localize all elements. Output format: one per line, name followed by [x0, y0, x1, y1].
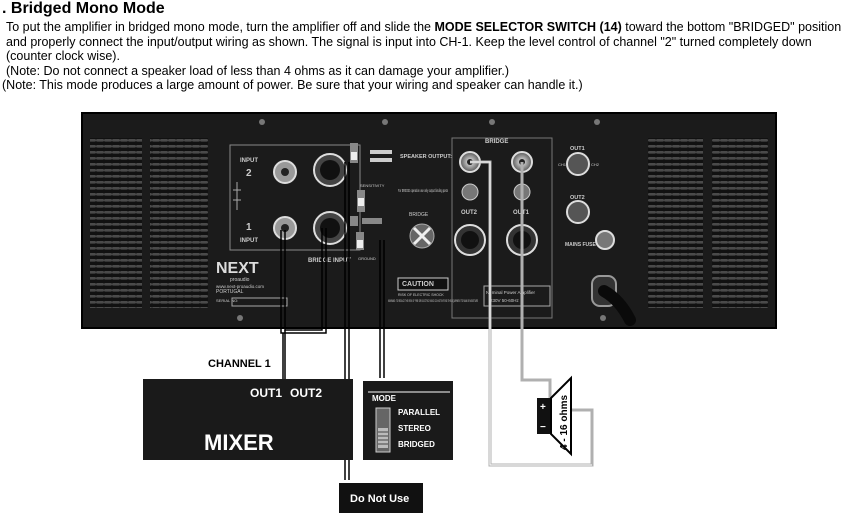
mode-switch-box: MODE PARALLEL STEREO BRIDGED	[363, 381, 453, 460]
voltage-label: 230V 50-60Hz	[490, 298, 520, 303]
caution-label: CAUTION	[402, 281, 434, 288]
brand-sub: proaudio	[230, 277, 250, 283]
do-not-use-box	[339, 483, 423, 513]
out2-label: OUT2	[461, 210, 478, 216]
mixer-out2: OUT2	[290, 386, 322, 400]
ch1-label: CH1	[558, 162, 567, 167]
brand-logo: NEXT	[216, 260, 259, 277]
intro-text-2: toward the bottom "BRIDGED" position and…	[6, 20, 842, 64]
speaker-cable	[470, 160, 594, 467]
xlr-output-1	[566, 152, 590, 176]
input-2-number: 2	[246, 168, 252, 179]
website-label: www.next-proaudio.com	[216, 284, 264, 289]
nominal-power-label: Nominal Power Amplifier	[486, 290, 536, 295]
xlr-output-2	[566, 200, 590, 224]
xlr-out2-label: OUT2	[570, 195, 585, 201]
input-1-label: INPUT	[240, 238, 258, 244]
vent-right-1	[648, 138, 703, 308]
bridge-icon	[409, 223, 435, 249]
intro-bold: MODE SELECTOR SWITCH (14)	[434, 20, 622, 34]
note-speaker-load: (Note: Do not connect a speaker load of …	[6, 63, 510, 78]
fuse-holder	[595, 230, 615, 250]
speaker: + − 4 - 16 ohms	[537, 375, 572, 457]
switch-mode-label: MODE	[372, 394, 397, 403]
channel-1-label: CHANNEL 1	[208, 358, 271, 370]
bridge-top-label: BRIDGE	[485, 139, 508, 145]
input-cable	[280, 228, 327, 380]
bridge-panel-label: BRIDGE	[409, 212, 429, 218]
xlr-out1-label: OUT1	[570, 146, 585, 152]
vent-left-2	[150, 138, 208, 308]
section-title: . Bridged Mono Mode	[2, 0, 165, 17]
amplifier-panel: INPUT 2 1 INPUT BRIDGE INPUT SENSITIVITY…	[81, 112, 777, 329]
switch-parallel-label: PARALLEL	[398, 408, 440, 417]
speaker-minus: −	[540, 422, 546, 433]
input-2-label: INPUT	[240, 158, 258, 164]
switch-stereo-label: STEREO	[398, 424, 431, 433]
switch-bridged-label: BRIDGED	[398, 440, 435, 449]
power-cable	[598, 285, 636, 326]
bridge-input-label: BRIDGE INPUT	[308, 258, 351, 264]
ground-label: GROUND	[358, 256, 376, 261]
mains-fuse-label: MAINS FUSE	[565, 242, 597, 248]
ch2-label: CH2	[591, 162, 600, 167]
portugal-label: PORTUGAL	[216, 289, 244, 295]
speaker-ohms-label: 4 - 16 ohms	[559, 395, 570, 450]
note-power: (Note: This mode produces a large amount…	[2, 78, 583, 93]
mode-switch-cable	[379, 240, 385, 378]
intro-paragraph: To put the amplifier in bridged mono mod…	[6, 20, 851, 64]
speaker-plus: +	[540, 402, 546, 413]
vent-left-1	[90, 138, 142, 308]
for-bridge-note: For BRIDGE operation use only output bin…	[398, 188, 448, 193]
warning-text: WARNING: TO REDUCE THE RISK OF FIRE OR E…	[388, 298, 478, 303]
intro-text-1: To put the amplifier in bridged mono mod…	[6, 20, 435, 34]
input-1-number: 1	[246, 222, 252, 233]
vent-right-2	[712, 138, 768, 308]
sensitivity-label: SENSITIVITY	[360, 183, 385, 188]
serial-label: SERIAL NO:	[216, 298, 238, 303]
caution-sub: RISK OF ELECTRIC SHOCK	[398, 293, 444, 297]
mixer-label: MIXER	[204, 430, 274, 455]
mixer-box	[143, 379, 353, 460]
mixer-out1: OUT1	[250, 386, 282, 400]
caution-box	[397, 277, 449, 291]
do-not-use-label: Do Not Use	[350, 493, 409, 505]
speaker-output-label: SPEAKER OUTPUT:	[400, 154, 452, 160]
instructions: To put the amplifier in bridged mono mod…	[2, 20, 851, 93]
